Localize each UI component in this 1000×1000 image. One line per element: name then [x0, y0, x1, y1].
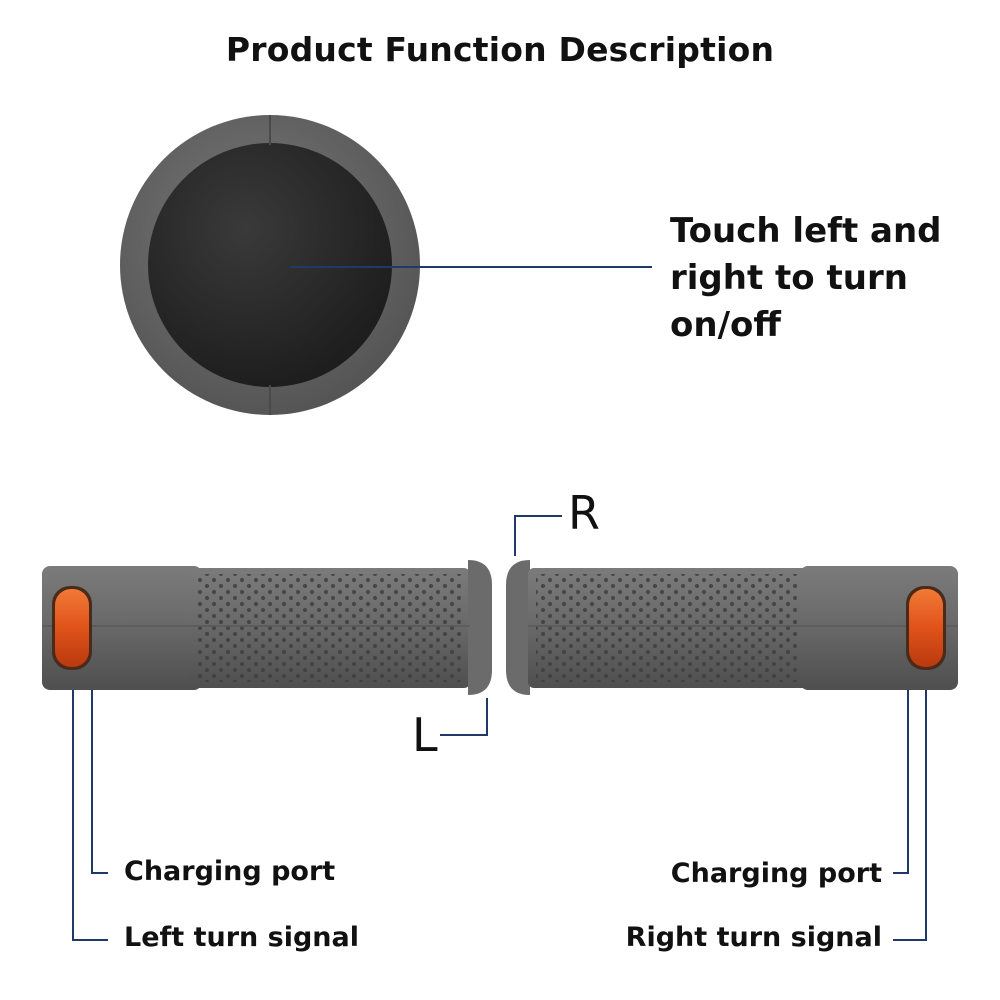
l-leader-line [440, 698, 488, 736]
r-leader-line [514, 515, 562, 556]
left-grip [42, 560, 492, 695]
right-side-letter: R [568, 486, 600, 540]
end-cap-button [120, 115, 420, 415]
right-turn-signal-leader [893, 690, 927, 941]
right-turn-signal-label: Right turn signal [625, 922, 882, 953]
left-charging-port-leader [91, 690, 108, 874]
left-charging-port-label: Charging port [124, 856, 336, 887]
right-grip [506, 560, 958, 695]
touch-callout-text: Touch left and right to turn on/off [670, 211, 942, 345]
right-charging-port-label: Charging port [670, 858, 882, 889]
right-turn-signal-lens [909, 589, 943, 667]
left-turn-signal-label: Left turn signal [124, 922, 359, 953]
left-turn-signal-leader [72, 690, 108, 941]
left-side-letter: L [412, 708, 438, 762]
left-turn-signal-lens [55, 589, 89, 667]
right-charging-port-leader [893, 690, 909, 874]
page-title: Product Function Description [225, 30, 775, 69]
